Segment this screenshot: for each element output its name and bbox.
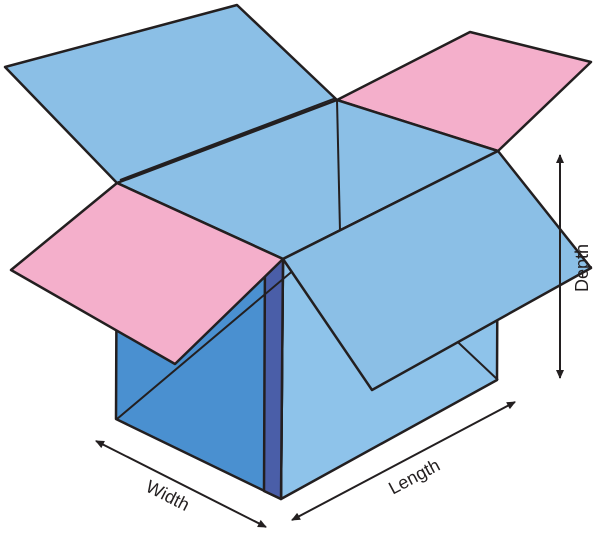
front-right-flap	[281, 149, 593, 392]
width-label: Width	[143, 476, 193, 515]
length-arrow	[291, 401, 516, 521]
front-left-flap	[9, 181, 285, 366]
interior-fold-line	[119, 97, 337, 181]
length-label: Length	[385, 455, 443, 499]
interior-fold-line	[336, 99, 341, 232]
depth-label: Depth	[572, 244, 592, 292]
width-arrow	[95, 440, 267, 528]
